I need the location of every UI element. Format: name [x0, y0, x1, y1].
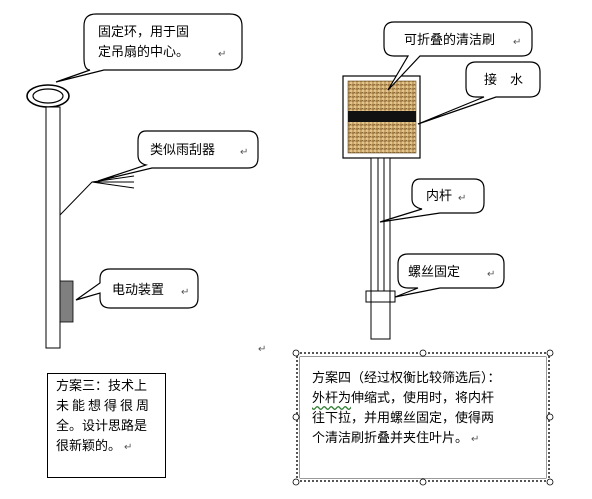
- callout-water: 接 水: [417, 61, 541, 125]
- callout-inner-rod-text: 内杆: [426, 188, 452, 204]
- paragraph-mark: ↵: [218, 49, 226, 60]
- plan3-line: 全。设计思路是: [56, 419, 148, 434]
- plan4-line: 往下拉，并用螺丝固定，使得两: [312, 411, 495, 426]
- outer-rod: [370, 157, 391, 340]
- plan4-text-box[interactable]: 方案四（经过权衡比较筛选后）： 外杆为伸缩式，使用时，将内杆 往下拉，并用螺丝固…: [300, 357, 546, 478]
- water-catcher-stripe: [348, 111, 416, 122]
- callout-motor-text: 电动装置: [112, 283, 164, 298]
- plan3-line: 方案三：技术上: [56, 379, 148, 394]
- plan4-line: 个清洁刷折叠并夹住叶片。: [312, 431, 469, 446]
- paragraph-mark: ↵: [513, 37, 521, 48]
- plan3-text-box: 方案三：技术上 未能想得很周 全。设计思路是 很新颖的。↵: [47, 373, 166, 478]
- plan3-line-last: 很新颖的。↵: [56, 437, 159, 458]
- wiper-arm: [59, 181, 134, 216]
- plan4-line-rest: 伸缩式，使用时，将内杆: [351, 391, 495, 406]
- paragraph-mark: ↵: [258, 344, 266, 355]
- paragraph-mark: ↵: [458, 193, 466, 204]
- plan4-line-last: 个清洁刷折叠并夹住叶片。↵: [312, 429, 538, 450]
- plan3-line: 未能想得很周: [56, 399, 153, 414]
- plan4-line-text: 外杆为伸缩式，使用时，将内杆: [312, 391, 494, 406]
- paragraph-mark: ↵: [240, 147, 248, 158]
- callout-brush: 可折叠的清洁刷 ↵: [383, 21, 533, 91]
- paragraph-mark: ↵: [181, 287, 189, 298]
- callout-inner-rod: 内杆 ↵: [379, 178, 485, 223]
- callout-screw: 螺丝固定 ↵: [394, 253, 505, 298]
- callout-water-text: 接 水: [484, 72, 523, 88]
- callout-ring-line-1: 固定环，用于固: [98, 25, 189, 40]
- callout-wiper: 类似雨刮器 ↵: [97, 130, 259, 182]
- plan4-selection-frame: [292, 349, 554, 486]
- callout-motor: 电动装置 ↵: [75, 268, 199, 309]
- callout-wiper-text: 类似雨刮器: [150, 143, 215, 158]
- paragraph-mark: ↵: [124, 442, 133, 453]
- grammar-squiggle: 外杆为: [312, 391, 352, 406]
- plan4-line: 外杆为伸缩式，使用时，将内杆: [312, 389, 538, 409]
- paragraph-mark: ↵: [487, 269, 495, 280]
- callout-ring: 固定环，用于固 定吊扇的中心。 ↵: [55, 13, 243, 83]
- plan3-line: 很新颖的。: [56, 439, 122, 454]
- plan4-device: [342, 75, 421, 340]
- plan4-line: 方案四（经过权衡比较筛选后）：: [312, 371, 501, 386]
- callout-ring-line-2: 定吊扇的中心。: [98, 44, 189, 60]
- paragraph-mark: ↵: [471, 434, 480, 445]
- callout-screw-text: 螺丝固定: [408, 265, 460, 280]
- screw-clamp: [365, 290, 396, 303]
- callout-brush-text: 可折叠的清洁刷: [404, 32, 495, 48]
- main-pole: [45, 106, 61, 349]
- motor-unit: [59, 280, 74, 323]
